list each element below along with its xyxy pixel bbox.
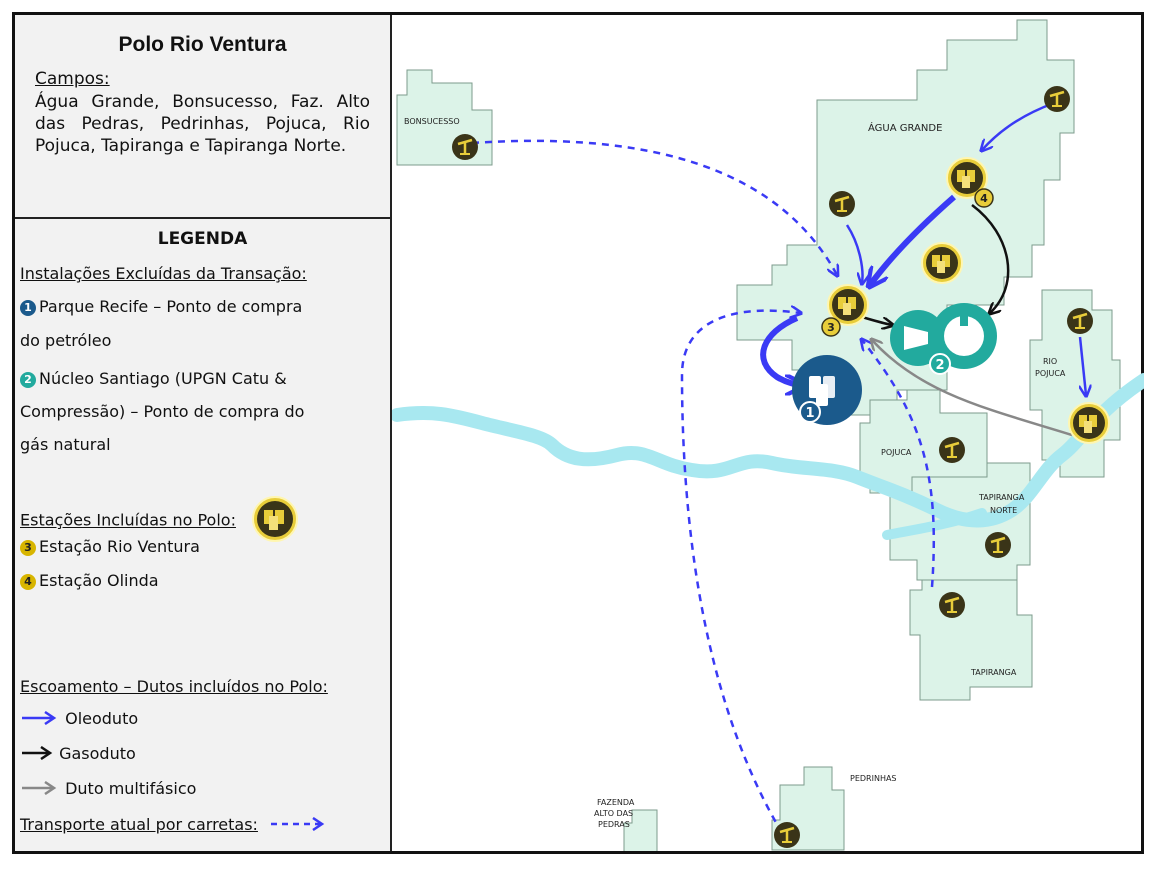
station-icon — [251, 495, 299, 547]
nucleo-santiago-marker: 2 — [890, 303, 997, 375]
oil-pipeline-north — [982, 101, 1055, 150]
marker-number: 2 — [935, 358, 944, 373]
flow-heading: Escoamento – Dutos incluídos no Polo: — [20, 677, 328, 696]
legend-title: LEGENDA — [157, 229, 248, 249]
station-rio-ventura: 3 — [821, 284, 869, 337]
gas-pipeline-olinda — [971, 204, 1010, 313]
legend-item-label: Estação Olinda — [39, 571, 159, 590]
truck-route-bonsucesso — [471, 139, 837, 275]
fields-heading: Campos: — [35, 69, 110, 89]
field-label-agua-grande: ÁGUA GRANDE — [868, 121, 942, 134]
station-rio-pojuca — [1068, 402, 1110, 444]
field-label-pedrinhas: PEDRINHAS — [850, 774, 897, 783]
oil-arrow-icon — [22, 710, 57, 726]
multiphase-arrow-icon — [22, 780, 57, 796]
legend-item-oleoduto: Oleoduto — [20, 709, 138, 728]
legend-item-label: Núcleo Santiago (UPGN Catu & — [39, 369, 287, 388]
field-label-pojuca: POJUCA — [881, 448, 912, 457]
field-label-rio-pojuca-1: RIO — [1043, 357, 1057, 366]
map-canvas: BONSUCESSO ÁGUA GRANDE RIO POJUCA POJUCA… — [390, 19, 1151, 854]
oil-pipeline-olinda-trunk — [870, 194, 956, 285]
well-icon — [983, 530, 1013, 560]
station-olinda: 4 — [946, 157, 994, 208]
legend-item-label-cont: gás natural — [20, 435, 111, 454]
field-label-bonsucesso: BONSUCESSO — [404, 117, 460, 126]
excluded-heading: Instalações Excluídas da Transação: — [20, 264, 307, 283]
map-frame: Polo Rio Ventura Campos: Água Grande, Bo… — [12, 12, 1151, 854]
well-icon — [937, 435, 967, 465]
marker-number: 1 — [805, 406, 814, 421]
well-icon — [827, 189, 857, 219]
truck-route-pedrinhas — [680, 311, 800, 834]
well-icon — [937, 590, 967, 620]
number-badge: 1 — [20, 300, 36, 316]
oil-pipeline-rio-pojuca — [1078, 336, 1086, 395]
field-label-tapiranga-norte-2: NORTE — [990, 506, 1017, 515]
well-icon — [450, 132, 480, 162]
marker-number: 4 — [980, 192, 988, 205]
well-icon — [1065, 306, 1095, 336]
gas-arrow-icon — [22, 745, 53, 761]
legend-item-label-cont: Compressão) – Ponto de compra do — [20, 402, 305, 421]
legend-item-label-cont: do petróleo — [20, 331, 112, 350]
parque-recife-marker: 1 — [792, 355, 862, 425]
legend-item-gasoduto: Gasoduto — [20, 744, 136, 763]
page-title: Polo Rio Ventura — [118, 33, 287, 56]
legend-item-label: Estação Rio Ventura — [39, 537, 200, 556]
legend-item-label: Duto multifásico — [65, 779, 197, 798]
number-badge: 4 — [20, 574, 36, 590]
field-label-tapiranga: TAPIRANGA — [970, 668, 1017, 677]
map-area: BONSUCESSO ÁGUA GRANDE RIO POJUCA POJUCA… — [390, 15, 1151, 854]
field-label-fazenda-2: ALTO DAS — [594, 809, 633, 818]
stations-heading-row: Estações Incluídas no Polo: — [20, 495, 299, 547]
legend-item-transporte: Transporte atual por carretas: — [20, 815, 329, 834]
dashed-arrow-icon — [271, 816, 325, 832]
truck-route-tapiranga — [862, 340, 935, 588]
field-label-fazenda-1: FAZENDA — [597, 798, 635, 807]
well-icon — [1042, 84, 1072, 114]
oil-pipeline-west-well — [845, 224, 862, 283]
well-icon — [772, 820, 802, 850]
legend-item-multifasico: Duto multifásico — [20, 779, 196, 798]
legend: LEGENDA Instalações Excluídas da Transaç… — [15, 219, 390, 851]
stations-heading: Estações Incluídas no Polo: — [20, 510, 236, 530]
legend-item-label: Oleoduto — [65, 709, 139, 728]
marker-number: 3 — [827, 321, 835, 334]
legend-item-label: Parque Recife – Ponto de compra — [39, 297, 303, 316]
legend-item-label: Gasoduto — [59, 744, 136, 763]
legend-item-label: Transporte atual por carretas: — [20, 815, 258, 834]
field-tapiranga — [909, 579, 1033, 701]
field-agua-grande — [736, 19, 1075, 416]
multiphase-pipeline — [872, 340, 1073, 437]
number-badge: 2 — [20, 372, 36, 388]
side-panel: Polo Rio Ventura Campos: Água Grande, Bo… — [15, 15, 392, 851]
fields-list: Água Grande, Bonsucesso, Faz. Alto das P… — [35, 92, 370, 156]
field-label-rio-pojuca-2: POJUCA — [1035, 369, 1066, 378]
field-label-tapiranga-norte-1: TAPIRANGA — [978, 493, 1025, 502]
title-box: Polo Rio Ventura Campos: Água Grande, Bo… — [15, 15, 390, 219]
river — [390, 373, 1151, 540]
station-agua-grande — [921, 242, 963, 284]
number-badge: 3 — [20, 540, 36, 556]
field-label-fazenda-3: PEDRAS — [598, 820, 630, 829]
